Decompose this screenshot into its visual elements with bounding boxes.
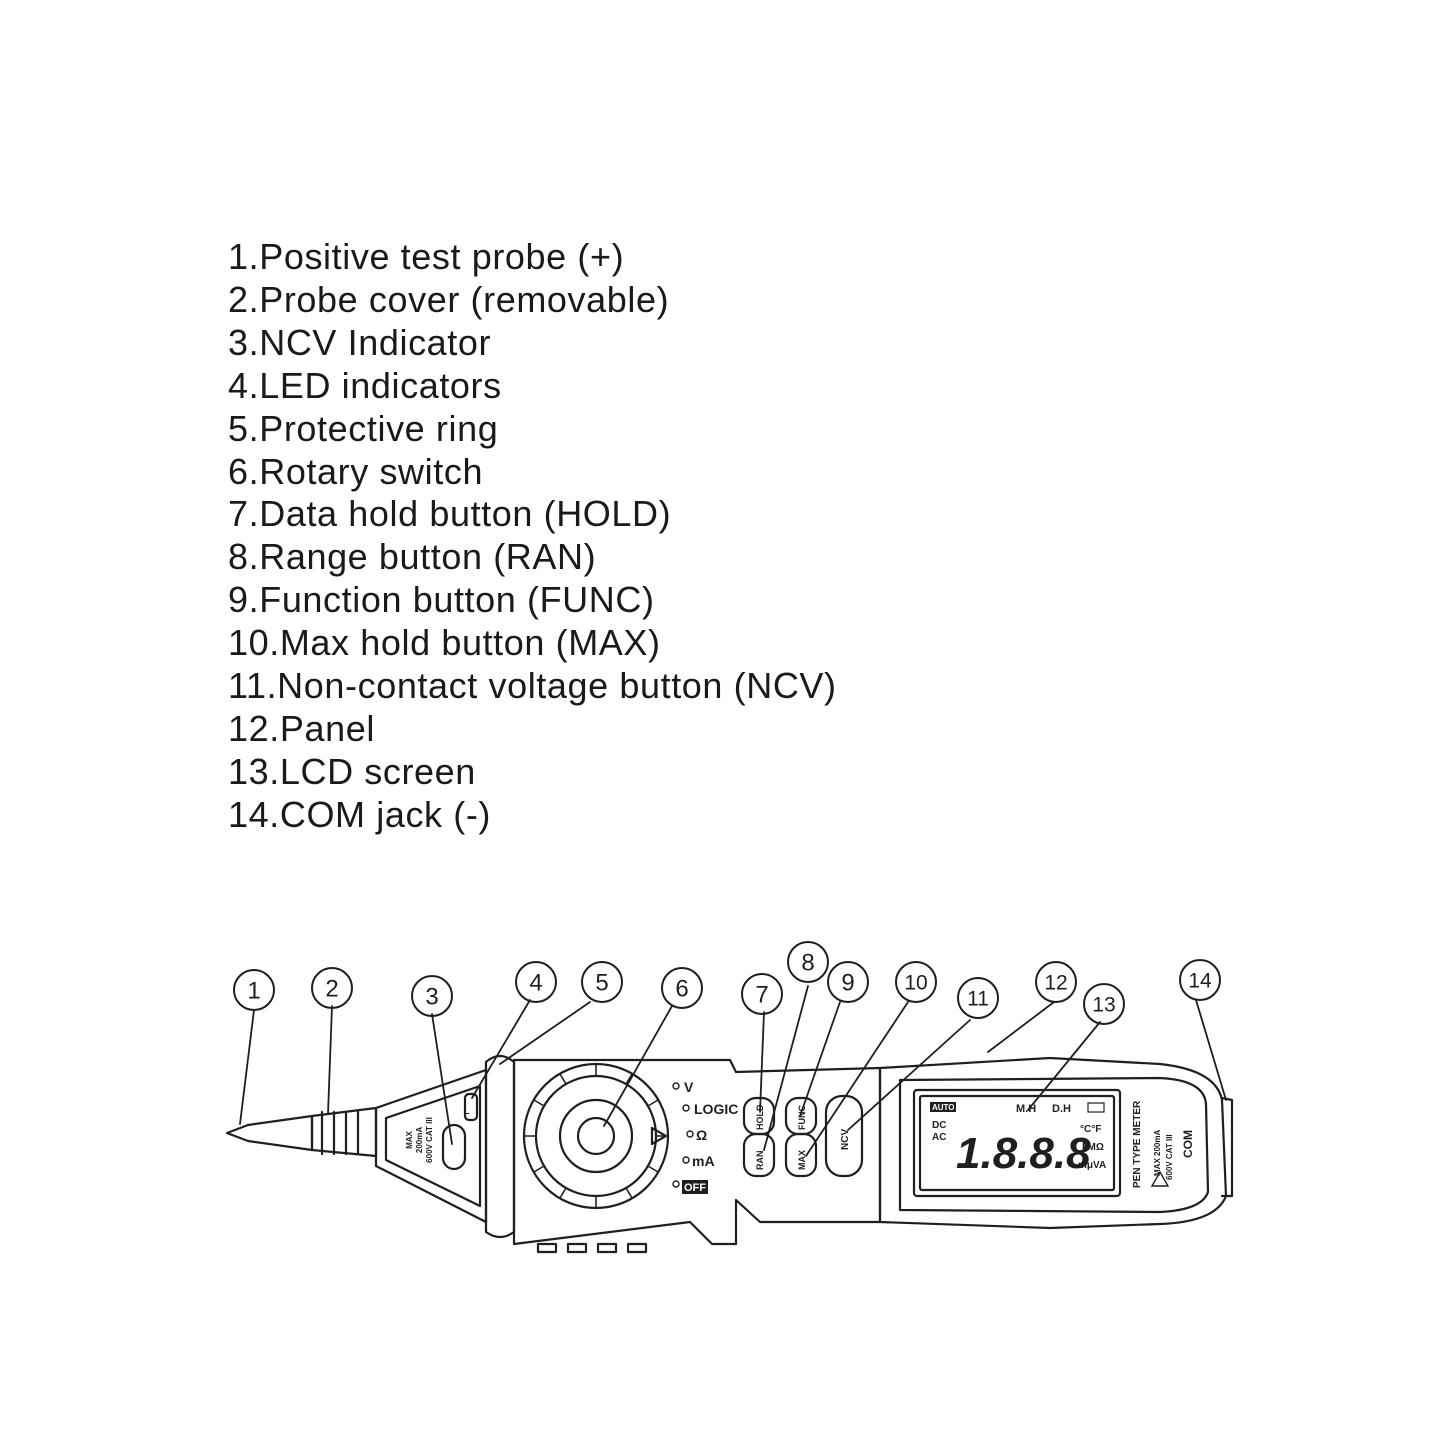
callout-number: 14 xyxy=(1188,970,1212,993)
callout-number: 4 xyxy=(529,970,542,997)
hold-button-label: HOLD xyxy=(755,1104,765,1130)
callout-circles xyxy=(233,941,1221,1025)
rotary-switch-center xyxy=(576,1116,616,1156)
leader-lines xyxy=(239,985,1227,1157)
dial-mode-ma: mA xyxy=(692,1153,715,1169)
ran-button-label: RAN xyxy=(755,1151,765,1171)
part-item: 3.NCV Indicator xyxy=(228,321,492,363)
com-jack xyxy=(1220,1096,1234,1198)
led-label: L xyxy=(464,1106,470,1116)
part-item: 1.Positive test probe (+) xyxy=(228,236,625,277)
part-item: 10.Max hold button (MAX) xyxy=(228,622,661,664)
ncv-indicator xyxy=(441,1123,467,1171)
lcd-dc: DC xyxy=(932,1120,946,1131)
meter-body xyxy=(512,1058,882,1246)
panel-inner-outline xyxy=(898,1076,1210,1214)
rotary-switch-knob xyxy=(558,1098,634,1174)
callout-number: 5 xyxy=(595,970,608,997)
lcd-auto: AUTO xyxy=(932,1103,955,1112)
callout-number: 10 xyxy=(904,972,927,995)
callout-number: 1 xyxy=(247,978,260,1005)
lcd-screen xyxy=(912,1088,1122,1198)
dial-mode-logic: LOGIC xyxy=(694,1101,738,1117)
max-button-label: MAX xyxy=(797,1150,807,1170)
lcd-units-res: kMΩ xyxy=(1082,1142,1104,1153)
dial-mode-off: OFF xyxy=(684,1182,706,1194)
part-item: 6.Rotary switch xyxy=(228,450,484,492)
part-item: 9.Function button (FUNC) xyxy=(228,579,655,621)
probe-cover-ribs xyxy=(320,1110,360,1156)
body-bumps-bottom xyxy=(536,1242,648,1254)
part-item: 14.COM jack (-) xyxy=(228,793,492,835)
part-item: 13.LCD screen xyxy=(228,750,476,792)
lcd-auto-box xyxy=(930,1102,956,1112)
part-item: 7.Data hold button (HOLD) xyxy=(228,493,672,535)
rating-label-2: 600V CAT III xyxy=(1165,1134,1174,1180)
parts-list: 1.Positive test probe (+) 2.Probe cover … xyxy=(228,236,837,837)
dial-mode-dots xyxy=(672,1082,694,1188)
ncv-rating-label: MAX xyxy=(405,1130,414,1148)
callout-number: 3 xyxy=(425,984,438,1011)
callout-number: 8 xyxy=(801,950,814,977)
part-item: 8.Range button (RAN) xyxy=(228,536,597,578)
ncv-rating-label: 600V CAT III xyxy=(425,1117,434,1163)
dial-pointer-icon xyxy=(650,1126,668,1146)
part-item: 5.Protective ring xyxy=(228,407,499,449)
dial-mode-v: V xyxy=(684,1079,694,1095)
callout-number: 6 xyxy=(675,976,688,1003)
protective-ring xyxy=(484,1054,516,1239)
func-button-label: FUNC xyxy=(797,1105,807,1130)
callout-number: 7 xyxy=(755,982,768,1009)
warning-icon xyxy=(1150,1170,1170,1187)
rotary-switch-outer[interactable] xyxy=(522,1062,670,1210)
com-label: COM xyxy=(1181,1130,1195,1158)
lcd-mh: M.H xyxy=(1016,1103,1036,1115)
rotary-switch-teeth xyxy=(523,1063,669,1209)
callout-number: 13 xyxy=(1092,994,1115,1017)
rotary-switch-ring xyxy=(534,1074,658,1198)
callout-number: 9 xyxy=(841,970,854,997)
panel xyxy=(878,1056,1228,1230)
lcd-dh: D.H xyxy=(1052,1103,1071,1115)
head-inner-outline xyxy=(384,1084,482,1208)
off-label-box xyxy=(682,1180,708,1194)
part-item: 11.Non-contact voltage button (NCV) xyxy=(228,665,837,707)
ncv-button-label: NCV xyxy=(840,1129,851,1150)
callout-number: 2 xyxy=(325,976,338,1003)
part-item: 12.Panel xyxy=(228,707,375,749)
led-indicators xyxy=(463,1092,479,1122)
callout-number: 12 xyxy=(1044,972,1067,995)
dial-mode-ohm: Ω xyxy=(696,1127,707,1143)
pen-type-meter-label: PEN TYPE METER xyxy=(1132,1100,1143,1188)
lcd-units-temp: °C°F xyxy=(1080,1124,1101,1135)
battery-icon xyxy=(1087,1102,1105,1113)
ran-button[interactable] xyxy=(742,1132,776,1178)
rating-label-1: MAX 200mA xyxy=(1153,1130,1162,1176)
part-item: 2.Probe cover (removable) xyxy=(228,278,670,320)
lcd-ac: AC xyxy=(932,1132,946,1143)
lcd-digits: 1.8.8.8 xyxy=(956,1129,1091,1178)
ncv-button[interactable] xyxy=(824,1094,864,1178)
lcd-screen-inner xyxy=(918,1094,1116,1192)
ncv-rating-label: 200mA xyxy=(415,1127,424,1153)
callout-number: 11 xyxy=(967,988,989,1011)
lcd-units-misc: mμVA xyxy=(1078,1160,1106,1171)
part-item: 4.LED indicators xyxy=(228,364,502,406)
max-button[interactable] xyxy=(784,1132,818,1178)
